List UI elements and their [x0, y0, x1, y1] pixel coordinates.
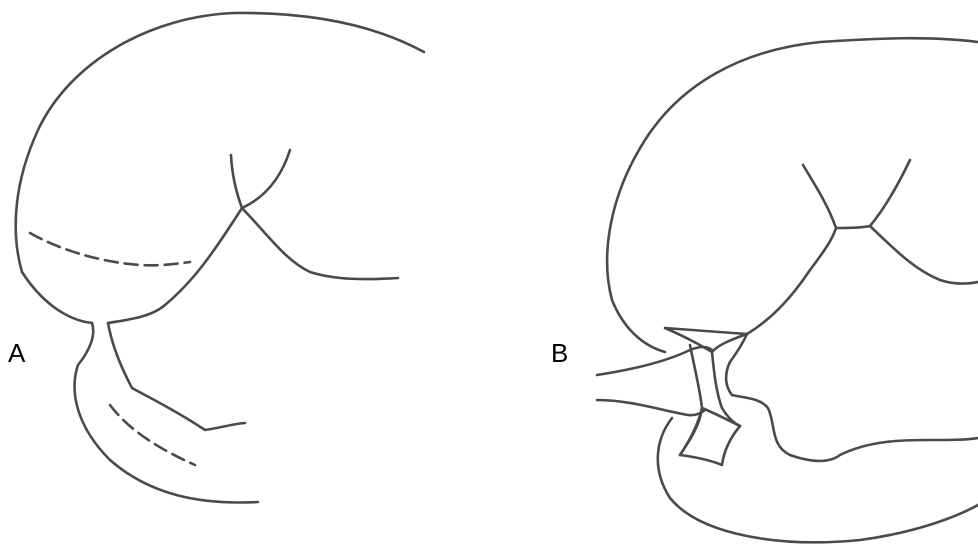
panel-b-drawing [597, 38, 978, 542]
panel-a-esophagus-right [242, 150, 290, 208]
panel-a-duodenum-outer [75, 323, 258, 503]
panel-a-label: A [8, 340, 25, 366]
panel-b-outer-contour [607, 38, 978, 352]
panel-a-fundus-curve [242, 208, 398, 279]
panel-b-esophagus-right [836, 160, 910, 228]
panel-b-anastomosis-top [665, 328, 747, 352]
panel-b-stoma [680, 408, 740, 465]
panel-a-drawing [16, 13, 424, 503]
panel-b-incoming-line-lower [597, 400, 705, 415]
panel-b-duodenum-inner [732, 395, 978, 461]
panel-a-dashed-line-upper [30, 233, 190, 265]
panel-b-lesser-curvature [747, 228, 836, 334]
panel-a-pylorus-inner [108, 208, 242, 323]
panel-b-stoma-connector [726, 334, 747, 395]
panel-a-outer-contour [16, 13, 424, 323]
panel-a-duodenum-inner [108, 323, 245, 430]
panel-a-dashed-line-lower [110, 405, 195, 465]
panel-b-esophagus-left [803, 165, 836, 228]
panel-b-label: B [551, 340, 568, 366]
panel-a-esophagus-left [231, 155, 242, 208]
panel-b-fundus-curve [870, 226, 978, 284]
panel-b-lower-outer [658, 418, 978, 542]
